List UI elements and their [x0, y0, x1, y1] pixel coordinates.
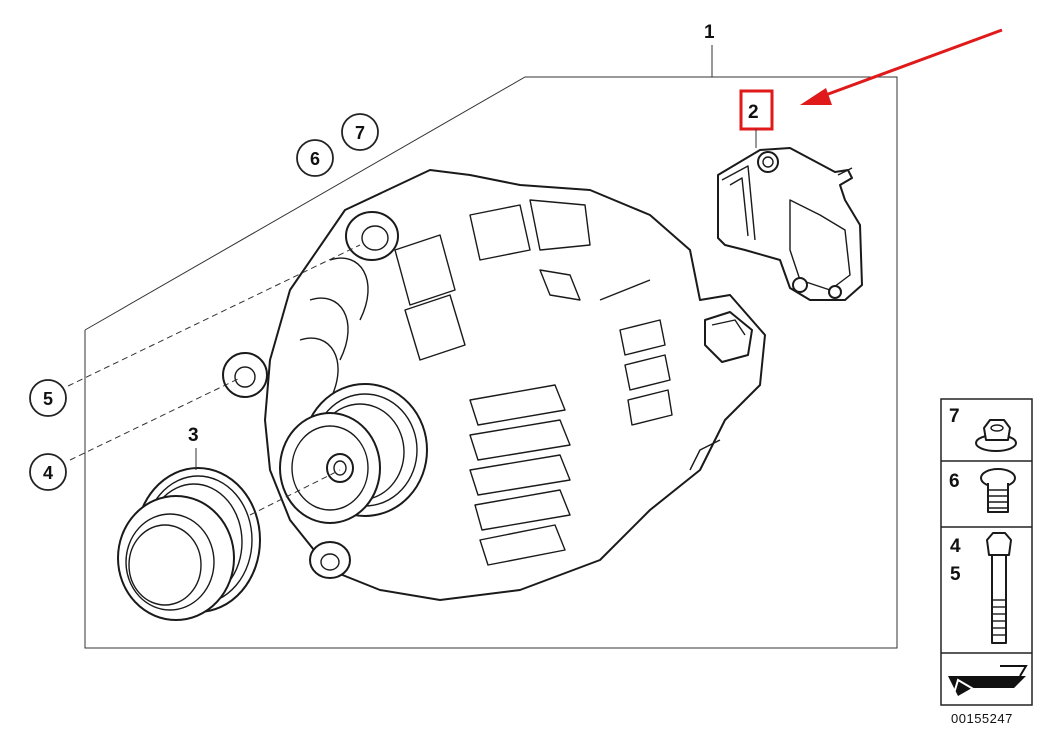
callout-2-highlight: 2 — [739, 89, 774, 148]
red-arrow-icon — [800, 28, 1003, 105]
view-direction-arrow-icon — [948, 665, 1028, 701]
callout-1: 1 — [704, 22, 715, 43]
callout-4: 4 — [43, 463, 53, 483]
mounted-pulley-drawing — [279, 383, 428, 524]
leader-lines — [67, 244, 361, 516]
hardware-key-panel: 7 6 4 5 — [940, 398, 1033, 706]
circle-callout-4: 4 — [29, 453, 67, 491]
assembly-frame — [84, 45, 898, 649]
flange-nut-icon — [975, 419, 1017, 452]
callout-7: 7 — [355, 123, 365, 143]
key-label-7: 7 — [949, 406, 960, 427]
key-label-4: 4 — [950, 536, 961, 557]
pulley-3-drawing — [117, 467, 261, 621]
key-label-5: 5 — [950, 564, 961, 585]
voltage-regulator-drawing — [717, 147, 863, 301]
circle-callout-7: 7 — [341, 113, 379, 151]
callout-3: 3 — [188, 425, 199, 446]
hex-bolt-icon — [986, 532, 1012, 644]
document-number: 00155247 — [951, 711, 1013, 726]
circle-callout-6: 6 — [296, 139, 334, 177]
key-label-6: 6 — [949, 471, 960, 492]
circle-callout-5: 5 — [29, 379, 67, 417]
callout-6: 6 — [310, 149, 320, 169]
alternator-body-drawing — [222, 169, 766, 601]
callout-2: 2 — [748, 102, 759, 123]
screw-plug-icon — [980, 468, 1016, 513]
callout-5: 5 — [43, 389, 53, 409]
